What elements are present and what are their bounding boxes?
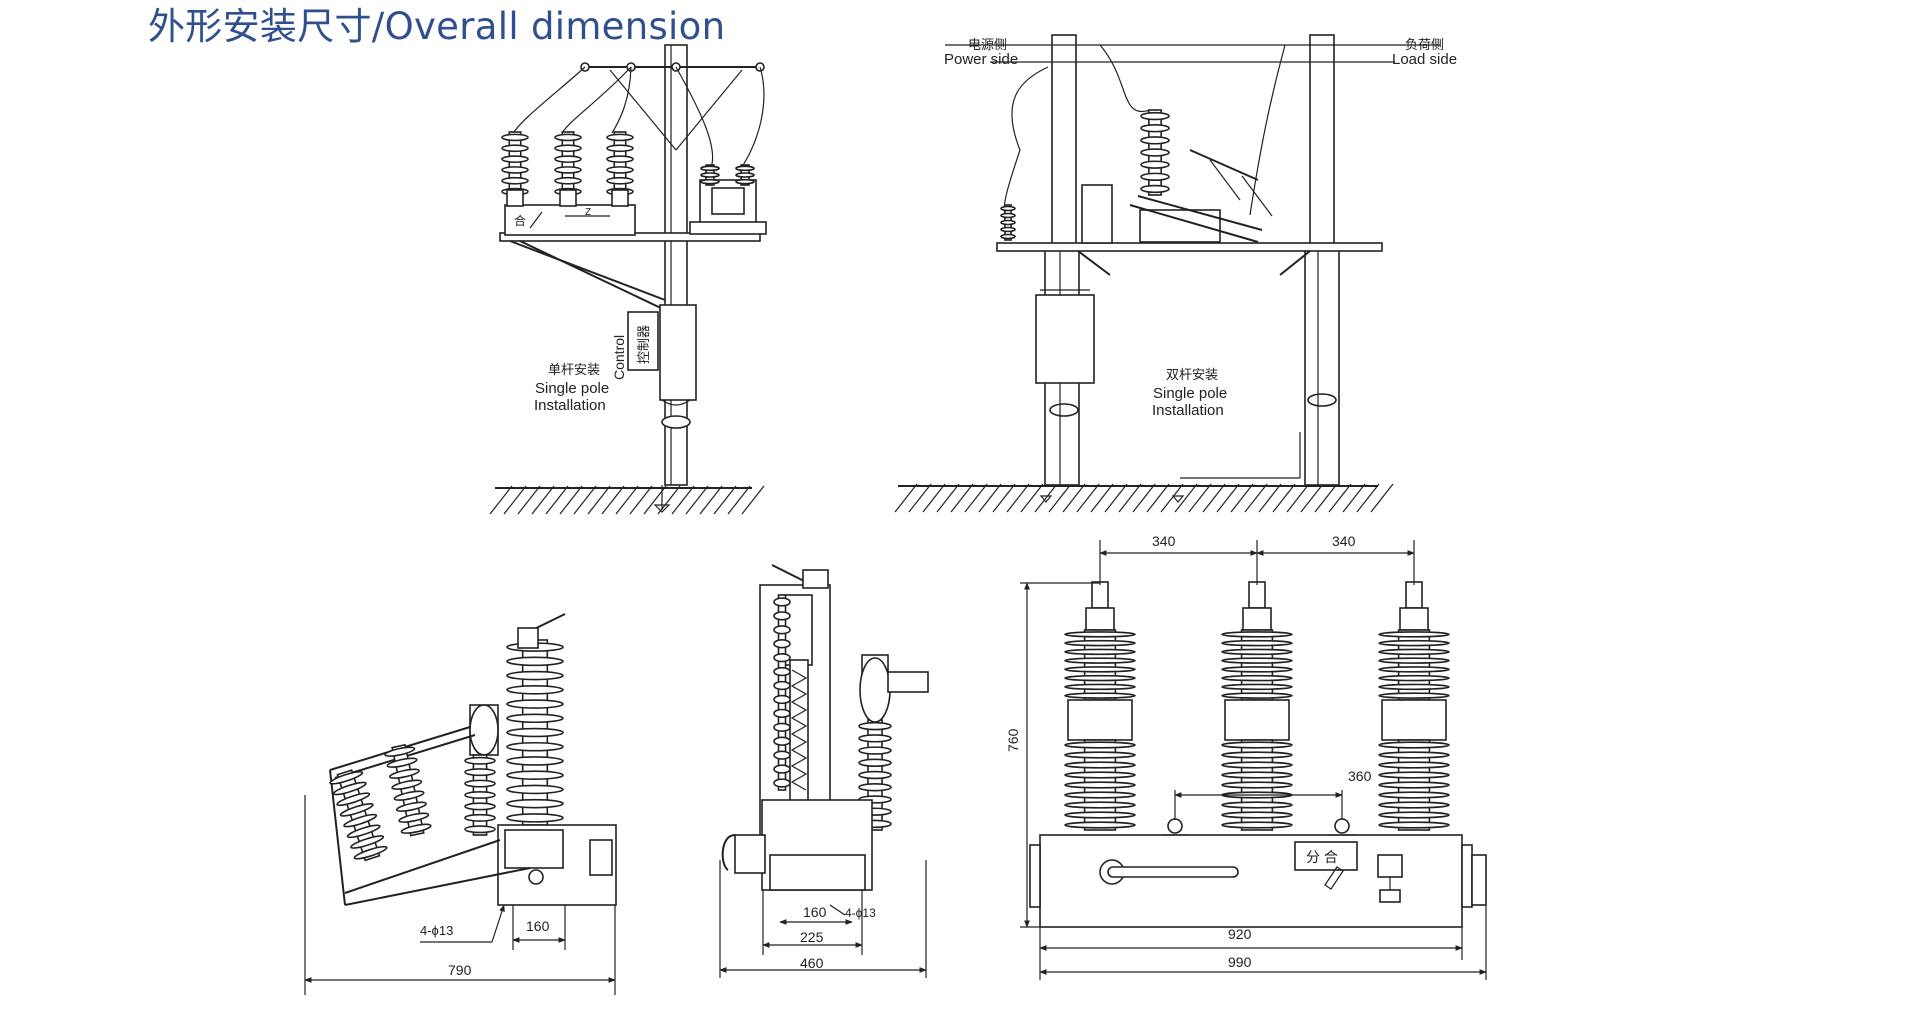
load-side-en-label: Load side	[1392, 51, 1457, 68]
lower-sheds	[1378, 739, 1450, 831]
load-side-cn-label: 负荷侧	[1405, 37, 1444, 52]
lower-sheds	[1221, 739, 1293, 831]
right-pole	[1309, 34, 1335, 251]
insulator-2	[554, 131, 582, 198]
upper-sheds	[1378, 629, 1450, 701]
arrester-sheds	[384, 743, 432, 837]
dim-160-end: 160	[803, 904, 827, 920]
dim-hole: 4-ϕ13	[420, 923, 453, 938]
upper-sheds	[1221, 629, 1293, 701]
single-pole-en-label-1: Single pole	[535, 380, 609, 397]
insulator-3	[606, 131, 634, 198]
pt-unit	[1081, 184, 1113, 244]
single-pole-installation: 合 Z 控制器 Control 单杆安装 Single pole Install…	[489, 44, 767, 515]
arrester-2	[384, 743, 432, 837]
control-box	[1035, 294, 1095, 384]
insulator-1	[501, 131, 529, 198]
pt-insulator	[700, 164, 720, 186]
double-pole-en-label-1: Single pole	[1153, 385, 1227, 402]
lower-sheds	[1064, 739, 1136, 831]
ground-hatch-left	[489, 485, 765, 515]
arrester-1	[329, 769, 388, 862]
panel-z-label: Z	[585, 207, 591, 218]
dim-790: 790	[448, 962, 472, 978]
control-en-label: Control	[611, 335, 627, 380]
front-panel-label: 分 合	[1306, 849, 1338, 865]
support-insulator	[464, 754, 496, 836]
dim-225: 225	[800, 929, 824, 945]
power-side-cn-label: 电源侧	[968, 37, 1007, 52]
panel-close-label: 合	[514, 213, 526, 228]
main-insulator	[506, 639, 564, 826]
power-side-en-label: Power side	[944, 51, 1018, 68]
pt-insulator	[735, 164, 755, 186]
dim-hole-end: 4-ϕ13	[845, 906, 876, 920]
double-pole-en-label-2: Installation	[1152, 402, 1224, 419]
dim-340-right: 340	[1332, 533, 1356, 549]
single-pole-en-label-2: Installation	[534, 397, 606, 414]
control-cn-label: 控制器	[636, 325, 651, 364]
insulator-1	[501, 131, 634, 207]
arrester-sheds	[329, 769, 388, 862]
side-view: 790 160 4-ϕ13	[304, 613, 617, 995]
panel-label-box	[1294, 841, 1358, 871]
dim-160: 160	[526, 918, 550, 934]
dim-760: 760	[1005, 728, 1021, 752]
upper-sheds	[1064, 629, 1136, 701]
breaker-box	[504, 204, 636, 236]
double-pole-cn-label: 双杆安装	[1166, 367, 1218, 382]
page-title: 外形安装尺寸/Overall dimension	[148, 5, 726, 48]
dim-920: 920	[1228, 926, 1252, 942]
single-pole-cn-label: 单杆安装	[548, 362, 600, 377]
dim-340-left: 340	[1152, 533, 1176, 549]
control-box	[659, 304, 697, 401]
dim-460: 460	[800, 955, 824, 971]
dim-360: 360	[1348, 768, 1372, 784]
end-view: 460 225 160 4-ϕ13	[719, 564, 929, 978]
dim-990: 990	[1228, 954, 1252, 970]
front-view: 分 合 340 340 760 360 920 990	[1005, 533, 1487, 980]
double-pole-installation: 电源侧 Power side 负荷侧 Load side 双杆安装 Single…	[894, 34, 1457, 513]
left-pole	[1051, 34, 1077, 251]
left-sheds	[773, 594, 791, 791]
breaker-insulator	[1140, 109, 1170, 196]
arrester	[1000, 204, 1016, 241]
